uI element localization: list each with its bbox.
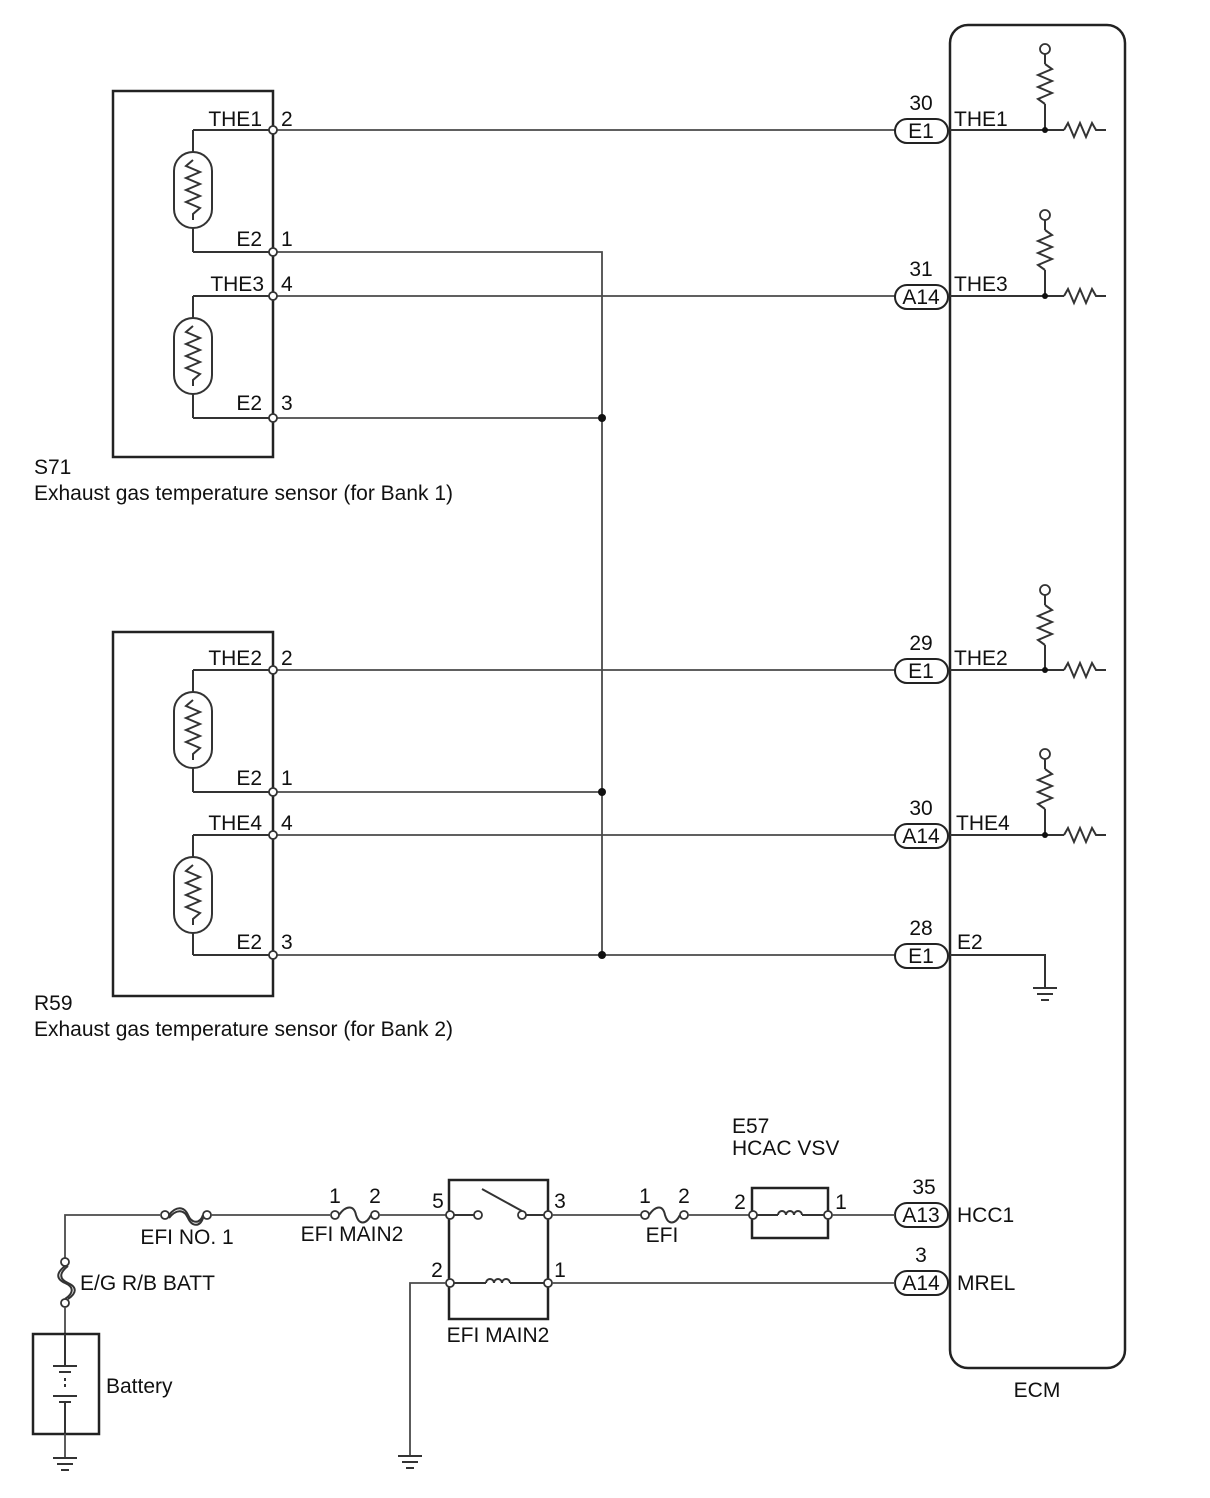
pin-number: 4 xyxy=(281,812,293,835)
relay-pin-1: 1 xyxy=(554,1259,566,1282)
ecm-pullup-the3 xyxy=(950,209,1106,306)
sensor-bank1-box xyxy=(111,89,275,459)
connector-id: A14 xyxy=(902,1272,940,1295)
pin-name: THE1 xyxy=(208,108,262,131)
sensor-bank2-description: Exhaust gas temperature sensor (for Bank… xyxy=(34,1018,453,1041)
junction-dot xyxy=(598,788,606,796)
thermistor-bank2-a xyxy=(173,669,273,793)
ecm-ground-icon xyxy=(950,954,1057,1001)
ecm-connector-the3: A14 31 THE3 xyxy=(894,258,1008,310)
ecm-label: ECM xyxy=(1014,1379,1061,1402)
efi-main2-fuse-pin-a: 1 xyxy=(329,1185,341,1208)
relay-pin-3: 3 xyxy=(554,1190,566,1213)
ecm-connector-the1: E1 30 THE1 xyxy=(894,92,1008,144)
ecm-pullup-the1 xyxy=(950,43,1106,140)
terminal-pin: 31 xyxy=(909,258,932,281)
terminal-signal: THE4 xyxy=(956,812,1010,835)
pin-name: THE3 xyxy=(210,273,264,296)
pin-number: 1 xyxy=(281,228,293,251)
connector-id: E1 xyxy=(908,660,934,683)
pin-name: THE4 xyxy=(208,812,262,835)
eg-rb-batt-label: E/G R/B BATT xyxy=(80,1272,215,1295)
connector-id: E1 xyxy=(908,120,934,143)
pin-number: 2 xyxy=(281,108,293,131)
wire-e2-bus xyxy=(273,251,603,955)
ecm-connector-the2: E1 29 THE2 xyxy=(894,632,1008,684)
sensor-bank1-id: S71 xyxy=(34,456,71,479)
ecm-connector-e2: E1 28 E2 xyxy=(894,917,983,969)
terminal-pin: 30 xyxy=(909,797,932,820)
hcac-vsv-box xyxy=(750,1186,830,1240)
efi-fuse-pin-b: 2 xyxy=(678,1185,690,1208)
thermistor-bank1-b xyxy=(173,295,273,419)
connector-id: E1 xyxy=(908,945,934,968)
fuse-efi-main2-icon xyxy=(330,1206,380,1224)
fuse-efi-no1-icon xyxy=(160,1207,212,1226)
efi-main2-fuse-pin-b: 2 xyxy=(369,1185,381,1208)
fusible-link-icon xyxy=(57,1257,76,1308)
wire-batt-feed xyxy=(64,1214,160,1258)
sensor-bank2-box xyxy=(111,630,275,998)
terminal-signal: HCC1 xyxy=(957,1204,1014,1227)
pin-name: THE2 xyxy=(208,647,262,670)
efi-main2-relay-label: EFI MAIN2 xyxy=(447,1324,550,1347)
relay-pin-2: 2 xyxy=(431,1259,443,1282)
vsv-label: HCAC VSV xyxy=(732,1137,839,1160)
junction-dot xyxy=(598,951,606,959)
vsv-id: E57 xyxy=(732,1115,769,1138)
sensor-bank1-description: Exhaust gas temperature sensor (for Bank… xyxy=(34,482,453,505)
pin-name: E2 xyxy=(236,228,262,251)
terminal-signal: MREL xyxy=(957,1272,1015,1295)
efi-no1-label: EFI NO. 1 xyxy=(140,1226,233,1249)
connector-id: A13 xyxy=(902,1204,939,1227)
connector-id: A14 xyxy=(902,286,940,309)
ecm-connector-hcc1: A13 35 HCC1 xyxy=(894,1176,1014,1228)
vsv-pin-a: 2 xyxy=(734,1191,746,1214)
terminal-signal: THE1 xyxy=(954,108,1008,131)
wire-relay-ground xyxy=(409,1282,446,1456)
terminal-pin: 30 xyxy=(909,92,932,115)
efi-fuse-pin-a: 1 xyxy=(639,1185,651,1208)
relay-pin-5: 5 xyxy=(432,1190,444,1213)
connector-id: A14 xyxy=(902,825,940,848)
vsv-coil-icon xyxy=(748,1210,833,1220)
pin-number: 2 xyxy=(281,647,293,670)
relay-coil-icon xyxy=(445,1278,553,1288)
terminal-pin: 28 xyxy=(909,917,932,940)
fuse-efi-icon xyxy=(640,1206,689,1224)
efi-main2-relay-box xyxy=(447,1178,550,1321)
vsv-pin-b: 1 xyxy=(835,1191,847,1214)
terminal-signal: THE2 xyxy=(954,647,1008,670)
terminal-pin: 3 xyxy=(915,1244,927,1267)
ecm-connector-mrel: A14 3 MREL xyxy=(894,1244,1015,1296)
thermistor-bank2-b xyxy=(173,834,273,956)
thermistor-bank1-a xyxy=(173,129,273,253)
sensor-bank2-id: R59 xyxy=(34,992,73,1015)
junction-dot xyxy=(598,414,606,422)
battery-label: Battery xyxy=(106,1375,173,1398)
pin-name: E2 xyxy=(236,931,262,954)
terminal-pin: 29 xyxy=(909,632,932,655)
ecm-connector-the4: A14 30 THE4 xyxy=(894,797,1010,849)
pin-name: E2 xyxy=(236,392,262,415)
pin-number: 1 xyxy=(281,767,293,790)
battery-ground-icon xyxy=(53,1457,77,1471)
terminal-signal: THE3 xyxy=(954,273,1008,296)
pin-number: 3 xyxy=(281,931,293,954)
terminal-signal: E2 xyxy=(957,931,983,954)
pin-number: 3 xyxy=(281,392,293,415)
pin-number: 4 xyxy=(281,273,293,296)
pin-name: E2 xyxy=(236,767,262,790)
relay-ground-icon xyxy=(398,1455,422,1469)
efi-fuse-label: EFI xyxy=(646,1224,679,1247)
terminal-pin: 35 xyxy=(912,1176,935,1199)
battery-icon xyxy=(53,1334,77,1434)
ecm-box xyxy=(948,23,1127,1370)
ecm-pullup-the2 xyxy=(950,584,1106,680)
efi-main2-fuse-label: EFI MAIN2 xyxy=(301,1223,404,1246)
ecm-pullup-the4 xyxy=(950,748,1106,845)
relay-switch-icon xyxy=(445,1188,553,1220)
